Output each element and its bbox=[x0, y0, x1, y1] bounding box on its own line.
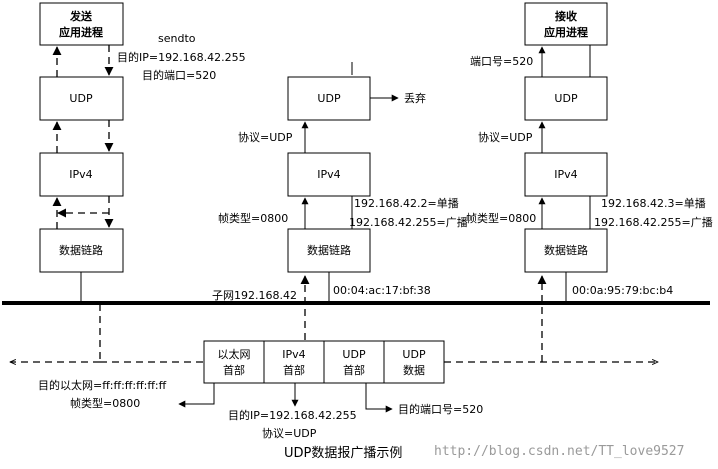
frame-udp-header bbox=[323, 340, 385, 384]
watermark: http://blog.csdn.net/TT_love9527 bbox=[434, 444, 684, 459]
receiver-frame-type: 帧类型=0800 bbox=[466, 211, 536, 225]
frame-ipv4-header bbox=[263, 340, 325, 384]
mid-link-box bbox=[287, 228, 371, 273]
annot-dest-port: 目的端口号=520 bbox=[398, 402, 483, 416]
frame-eth-header bbox=[203, 340, 265, 384]
frame-ipv4-label-1: IPv4 bbox=[282, 348, 305, 361]
mid-ipv4-label: IPv4 bbox=[317, 168, 340, 181]
sender-link-label: 数据链路 bbox=[59, 243, 103, 257]
receiver-app-box bbox=[524, 2, 608, 46]
sender-link-box bbox=[39, 228, 124, 273]
mid-frame-type: 帧类型=0800 bbox=[218, 211, 288, 225]
sender-udp-label: UDP bbox=[69, 92, 93, 105]
sendto-label: sendto bbox=[158, 32, 196, 45]
sender-udp-box bbox=[39, 76, 124, 121]
frame-udp-data bbox=[383, 340, 445, 384]
frame-udp-data-label-1: UDP bbox=[402, 348, 426, 361]
frame-udp-hdr-label-1: UDP bbox=[342, 348, 366, 361]
frame-eth-label-2: 首部 bbox=[223, 363, 245, 377]
sender-app-box bbox=[39, 2, 124, 46]
receiver-mac: 00:0a:95:79:bc:b4 bbox=[572, 284, 673, 297]
mid-udp-label: UDP bbox=[317, 92, 341, 105]
mid-udp-box bbox=[287, 76, 371, 121]
sender-dest-ip: 目的IP=192.168.42.255 bbox=[117, 50, 246, 64]
receiver-stack: 接收 应用进程 UDP IPv4 数据链路 端口号=520 协议=UDP 192… bbox=[466, 2, 713, 362]
receiver-protocol: 协议=UDP bbox=[478, 130, 533, 144]
receiver-link-label: 数据链路 bbox=[544, 243, 588, 257]
eth-annotation-arrow bbox=[178, 383, 215, 408]
subnet-label: 子网192.168.42 bbox=[212, 289, 297, 302]
frame-udp-hdr-label-2: 首部 bbox=[343, 363, 365, 377]
receiver-udp-box bbox=[524, 76, 608, 121]
annot-protocol: 协议=UDP bbox=[262, 426, 317, 440]
receiver-unicast: 192.168.42.3=单播 bbox=[601, 196, 706, 210]
receiver-broadcast: 192.168.42.255=广播 bbox=[594, 215, 713, 229]
sender-ipv4-box bbox=[39, 152, 124, 197]
sender-ipv4-label: IPv4 bbox=[69, 168, 92, 181]
sender-stack: 发送 应用进程 UDP IPv4 数据链路 sendto 目的IP=192.16… bbox=[39, 2, 246, 362]
annot-frame-type: 帧类型=0800 bbox=[70, 396, 140, 410]
port-annotation-arrow bbox=[365, 383, 393, 413]
receiver-app-label-1: 接收 bbox=[555, 9, 577, 23]
receiver-app-label-2: 应用进程 bbox=[544, 25, 588, 39]
annot-dest-eth: 目的以太网=ff:ff:ff:ff:ff:ff bbox=[38, 378, 167, 392]
receiver-udp-label: UDP bbox=[554, 92, 578, 105]
mid-discard-label: 丢弃 bbox=[404, 91, 426, 105]
middle-host-stack: UDP 丢弃 IPv4 数据链路 协议=UDP 192.168.42.2=单播 … bbox=[218, 62, 468, 340]
sender-app-label-1: 发送 bbox=[69, 9, 93, 23]
receiver-ipv4-box bbox=[524, 152, 608, 197]
receiver-port: 端口号=520 bbox=[470, 55, 533, 68]
receiver-ipv4-label: IPv4 bbox=[554, 168, 577, 181]
sender-dest-port: 目的端口=520 bbox=[142, 68, 216, 82]
frame-udp-data-label-2: 数据 bbox=[403, 363, 425, 377]
frame-packet: 以太网 首部 IPv4 首部 UDP 首部 UDP 数据 bbox=[203, 340, 445, 384]
sender-app-label-2: 应用进程 bbox=[59, 25, 103, 39]
mid-protocol: 协议=UDP bbox=[238, 130, 293, 144]
annot-dest-ip: 目的IP=192.168.42.255 bbox=[228, 408, 357, 422]
frame-ipv4-label-2: 首部 bbox=[283, 363, 305, 377]
mid-link-label: 数据链路 bbox=[307, 243, 351, 257]
mid-unicast: 192.168.42.2=单播 bbox=[354, 196, 459, 210]
mid-ipv4-box bbox=[287, 152, 371, 197]
mid-mac: 00:04:ac:17:bf:38 bbox=[333, 284, 431, 297]
receiver-link-box bbox=[524, 228, 608, 273]
diagram-caption: UDP数据报广播示例 bbox=[284, 446, 402, 461]
mid-broadcast: 192.168.42.255=广播 bbox=[349, 215, 468, 229]
frame-eth-label-1: 以太网 bbox=[218, 348, 251, 361]
